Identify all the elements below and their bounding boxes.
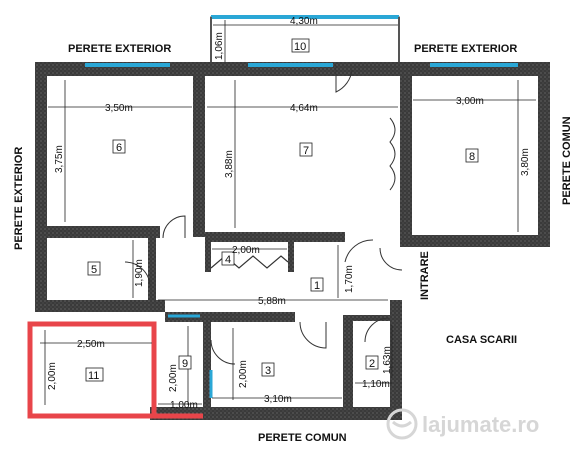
dim-room6-w: 3,50m xyxy=(105,103,133,114)
dim-room2-w: 1,10m xyxy=(362,379,390,390)
dim-room11-w: 2,50m xyxy=(77,339,105,350)
label-perete-comun-right: PERETE COMUN xyxy=(561,116,573,205)
dimension-lines xyxy=(40,20,536,405)
room-numbers: 6 7 8 10 4 5 1 11 9 3 2 xyxy=(85,38,479,382)
room-11 xyxy=(27,321,203,419)
dim-balcony-h: 1,06m xyxy=(214,32,225,60)
dim-room7-w: 4,64m xyxy=(290,103,318,114)
dim-balcony-w: 4,30m xyxy=(290,16,318,27)
dim-room5-h: 1,90m xyxy=(134,259,145,287)
dimension-labels: 4,30m 1,06m 3,50m 3,75m 4,64m 3,88m 3,00… xyxy=(47,16,531,411)
watermark-text: lajumate.ro xyxy=(422,412,539,437)
room-number-11: 11 xyxy=(88,370,99,382)
dim-room7-h: 3,88m xyxy=(224,150,235,178)
room-number-3: 3 xyxy=(265,365,271,377)
label-perete-exterior-top-left: PERETE EXTERIOR xyxy=(68,43,171,55)
label-intrare: INTRARE xyxy=(419,251,431,300)
room-number-1: 1 xyxy=(314,280,320,292)
dim-room9-w: 1,00m xyxy=(170,400,198,411)
label-perete-comun-bottom: PERETE COMUN xyxy=(258,432,347,444)
dim-hall-h: 1,70m xyxy=(344,265,355,293)
dim-room8-w: 3,00m xyxy=(456,96,484,107)
dim-room9-h: 2,00m xyxy=(168,364,179,392)
label-perete-exterior-left: PERETE EXTERIOR xyxy=(13,147,25,250)
room-number-5: 5 xyxy=(91,264,97,276)
room-number-2: 2 xyxy=(369,358,375,370)
room-number-8: 8 xyxy=(469,151,475,163)
watermark: lajumate.ro xyxy=(386,408,539,440)
dim-room8-h: 3,80m xyxy=(520,148,531,176)
doors xyxy=(124,65,403,365)
dim-room11-h: 2,00m xyxy=(47,362,58,390)
outer-walls xyxy=(35,62,550,420)
dim-room3-w: 3,10m xyxy=(264,394,292,405)
room-number-9: 9 xyxy=(182,358,188,370)
dim-room2-h: 1,63m xyxy=(382,346,393,374)
label-perete-exterior-top-right: PERETE EXTERIOR xyxy=(414,43,517,55)
room-number-10: 10 xyxy=(294,41,306,53)
dim-hall-w: 5,88m xyxy=(258,296,286,307)
dim-room4-w: 2,00m xyxy=(232,245,260,256)
room-number-4: 4 xyxy=(225,254,231,266)
room-number-6: 6 xyxy=(116,142,122,154)
dim-room3-h: 2,00m xyxy=(238,360,249,388)
label-casa-scarii: CASA SCARII xyxy=(446,334,517,346)
dim-room6-h: 3,75m xyxy=(54,145,65,173)
room-number-7: 7 xyxy=(303,145,309,157)
